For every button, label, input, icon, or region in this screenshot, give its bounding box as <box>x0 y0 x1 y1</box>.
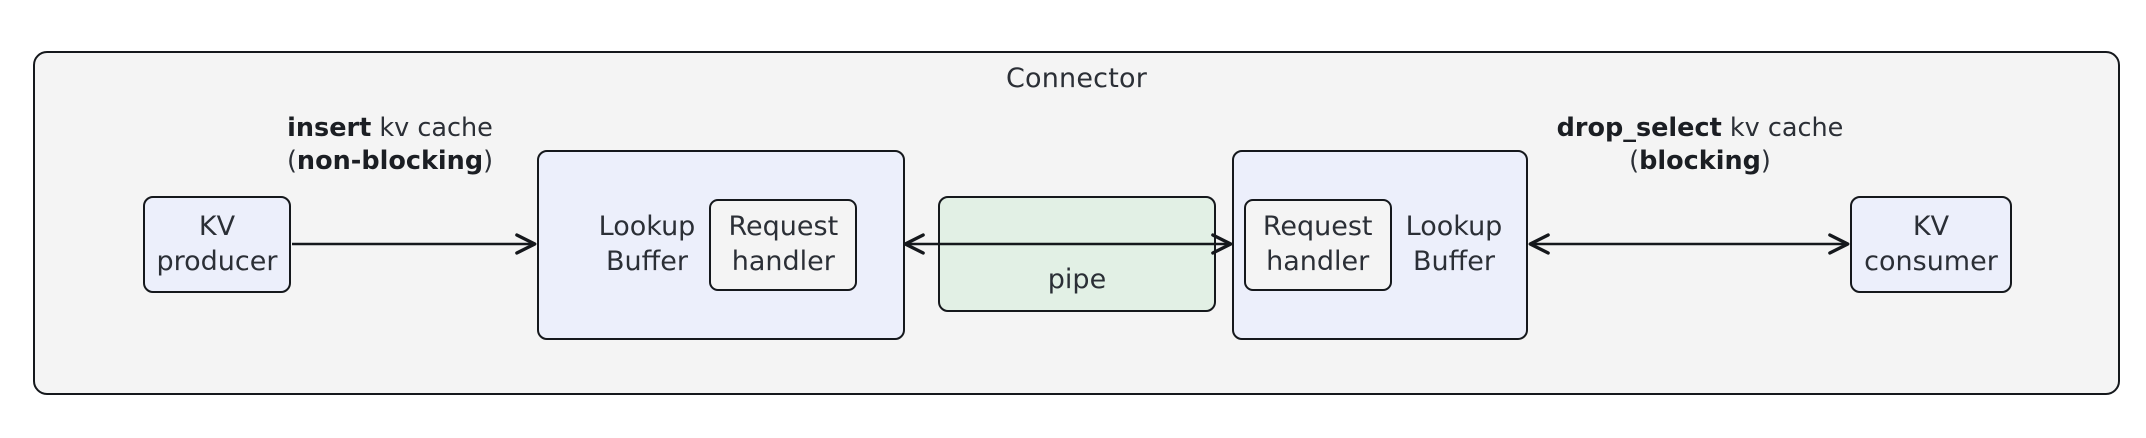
edge-label-drop-select-line2: (blocking) <box>1540 145 1860 178</box>
edge-label-drop-select-mode: blocking <box>1639 146 1761 177</box>
edge-label-insert-line2: (non-blocking) <box>250 145 530 178</box>
edge-label-insert-rest: kv cache <box>371 113 493 143</box>
node-lookup-buffer-right-label: Lookup Buffer <box>1405 211 1503 277</box>
edge-label-drop-select: drop_select kv cache (blocking) <box>1540 112 1860 178</box>
node-kv-producer[interactable]: KV producer <box>143 196 291 293</box>
node-kv-producer-label: KV producer <box>156 210 278 277</box>
lookup-buffer-left-contents: Lookup Buffer Request handler <box>539 152 903 338</box>
edge-label-drop-select-paren-open: ( <box>1629 146 1640 177</box>
node-lookup-buffer-left[interactable]: Lookup Buffer Request handler <box>537 150 905 340</box>
node-pipe-label: pipe <box>1047 264 1107 296</box>
node-kv-consumer[interactable]: KV consumer <box>1850 196 2012 293</box>
edge-label-insert-mode: non-blocking <box>296 146 484 177</box>
node-kv-consumer-label: KV consumer <box>1864 210 1998 277</box>
node-pipe[interactable]: pipe <box>938 196 1216 312</box>
connector-title: Connector <box>1005 63 1148 94</box>
edge-label-insert-emphasis: insert <box>287 113 372 143</box>
node-lookup-buffer-right[interactable]: Request handler Lookup Buffer <box>1232 150 1528 340</box>
edge-label-drop-select-rest: kv cache <box>1721 113 1844 143</box>
lookup-buffer-right-contents: Request handler Lookup Buffer <box>1234 152 1526 338</box>
node-request-handler-left[interactable]: Request handler <box>709 199 858 291</box>
edge-label-drop-select-line1: drop_select kv cache <box>1540 112 1860 145</box>
edge-label-insert-paren-close: ) <box>483 146 494 177</box>
edge-label-insert-paren-open: ( <box>286 146 297 177</box>
edge-label-drop-select-emphasis: drop_select <box>1556 113 1722 143</box>
node-lookup-buffer-left-label: Lookup Buffer <box>598 211 696 277</box>
node-request-handler-right[interactable]: Request handler <box>1243 199 1392 291</box>
edge-label-insert-line1: insert kv cache <box>250 112 530 145</box>
edge-label-drop-select-paren-close: ) <box>1760 146 1771 177</box>
edge-label-insert: insert kv cache (non-blocking) <box>250 112 530 178</box>
